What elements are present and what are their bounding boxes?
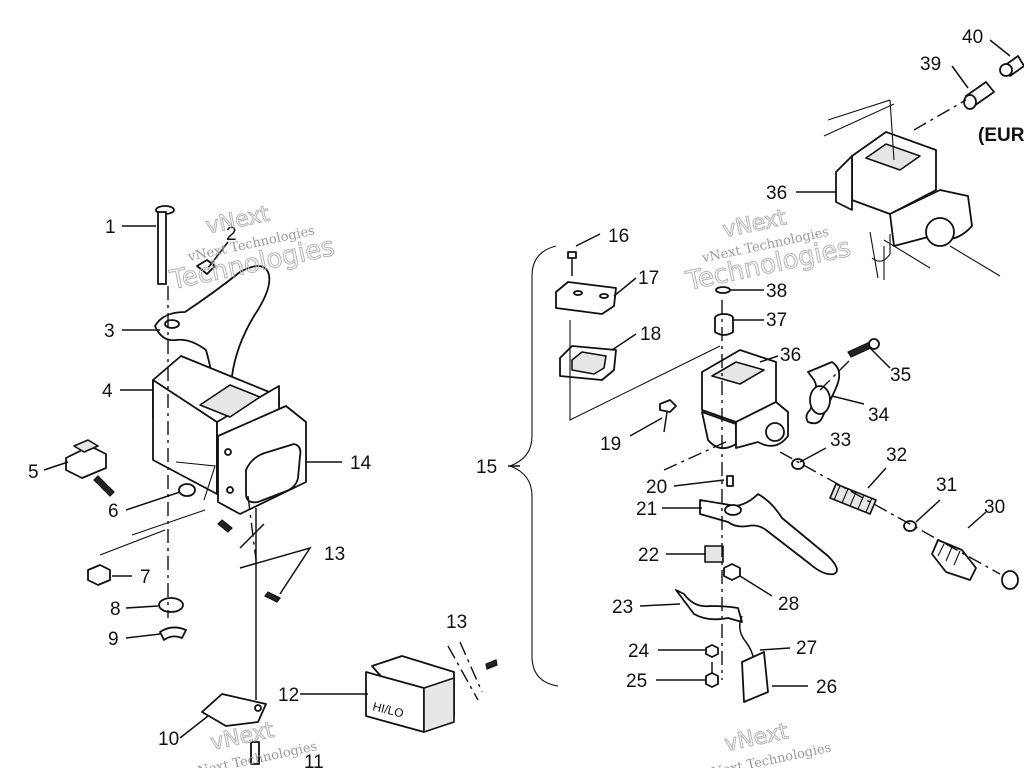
part-6-washer (178, 483, 196, 497)
part-1-bolt (155, 205, 175, 285)
callout-8: 8 (110, 599, 121, 620)
callout-13a: 13 (324, 544, 345, 565)
callout-6: 6 (108, 501, 119, 522)
callout-16: 16 (608, 226, 629, 247)
part-40-cap (999, 55, 1024, 77)
callout-39: 39 (920, 54, 941, 75)
part-9-clip (159, 626, 187, 641)
callout-36a: 36 (766, 183, 787, 204)
callout-24: 24 (628, 641, 650, 662)
callout-35: 35 (890, 365, 911, 386)
watermark-top-right: vNext vNext Technologies Technologies (682, 205, 854, 298)
part-19-bolt (659, 399, 677, 433)
callout-28: 28 (778, 594, 799, 615)
callout-33: 33 (830, 430, 851, 451)
callout-23: 23 (612, 597, 633, 618)
part-39-bushing (963, 81, 995, 110)
region-note: (EUR (978, 125, 1024, 146)
callout-5: 5 (28, 462, 39, 483)
callout-36b: 36 (780, 345, 801, 366)
part-16-screw (567, 251, 577, 276)
part-34-clamp (805, 361, 841, 425)
part-8-washer (158, 597, 184, 613)
part-2-clip (196, 259, 216, 275)
callout-14: 14 (350, 453, 372, 474)
callout-9: 9 (108, 629, 119, 650)
part-14-bezel (217, 405, 307, 515)
part-12-hilo-switch: HI/LO (365, 655, 455, 733)
callout-19: 19 (600, 434, 621, 455)
part-23-bracket (675, 589, 743, 623)
callout-25: 25 (626, 671, 647, 692)
part-24-nut (705, 644, 719, 658)
callout-2: 2 (226, 224, 237, 245)
leader-lines (43, 39, 1011, 739)
callout-17: 17 (638, 268, 659, 289)
part-27-wire (739, 615, 755, 661)
callout-labels: 1 2 3 4 5 6 7 8 9 10 11 12 13 13 14 15 1… (28, 27, 1024, 768)
part-13-screws (217, 519, 498, 670)
part-18-gasket (559, 345, 617, 381)
callout-11: 11 (304, 752, 324, 768)
callout-4: 4 (102, 381, 113, 402)
callout-21: 21 (636, 499, 657, 520)
part-20-pin (726, 475, 734, 487)
part-10-plate (201, 693, 267, 727)
watermark-top-left: vNext vNext Technologies Technologies (166, 201, 338, 297)
part-5-toggle (65, 439, 115, 497)
part-22-spring (704, 545, 724, 563)
callout-7: 7 (140, 567, 151, 588)
callout-20: 20 (646, 477, 667, 498)
part-26-tag (741, 651, 769, 703)
part-37-bushing (714, 313, 734, 336)
callout-40: 40 (962, 27, 983, 48)
callout-37: 37 (766, 310, 787, 331)
callout-30: 30 (984, 497, 1005, 518)
callout-15: 15 (476, 457, 497, 478)
right-assembly (508, 55, 1024, 703)
part-30-piston (931, 539, 977, 581)
callout-22: 22 (638, 545, 659, 566)
callout-32: 32 (886, 445, 907, 466)
callout-10: 10 (158, 729, 179, 750)
callout-38: 38 (766, 281, 787, 302)
callout-1: 1 (105, 217, 116, 238)
callout-27: 27 (796, 638, 817, 659)
part-32-spring (829, 483, 877, 515)
part-35-screw (847, 338, 880, 358)
callout-12: 12 (278, 685, 299, 706)
part-17-cover (555, 281, 617, 315)
part-21-lever (699, 493, 838, 576)
callout-31: 31 (936, 475, 957, 496)
part-29-ring (1001, 570, 1019, 590)
callout-26: 26 (816, 677, 837, 698)
part-36-master-cylinder-eur (835, 131, 973, 262)
part-36-master-cylinder (701, 349, 789, 450)
part-7-nut (87, 564, 111, 586)
part-11-rod (250, 508, 260, 765)
callout-13b: 13 (446, 612, 467, 633)
part-25-screw (705, 662, 719, 688)
callout-3: 3 (104, 321, 115, 342)
part-31-washer (903, 520, 917, 532)
callout-18: 18 (640, 324, 661, 345)
left-assembly: HI/LO (65, 205, 498, 765)
watermark-bottom-right: vNext vNext Technologies (702, 719, 832, 768)
callout-34: 34 (868, 405, 890, 426)
part-28-nut (723, 563, 741, 581)
